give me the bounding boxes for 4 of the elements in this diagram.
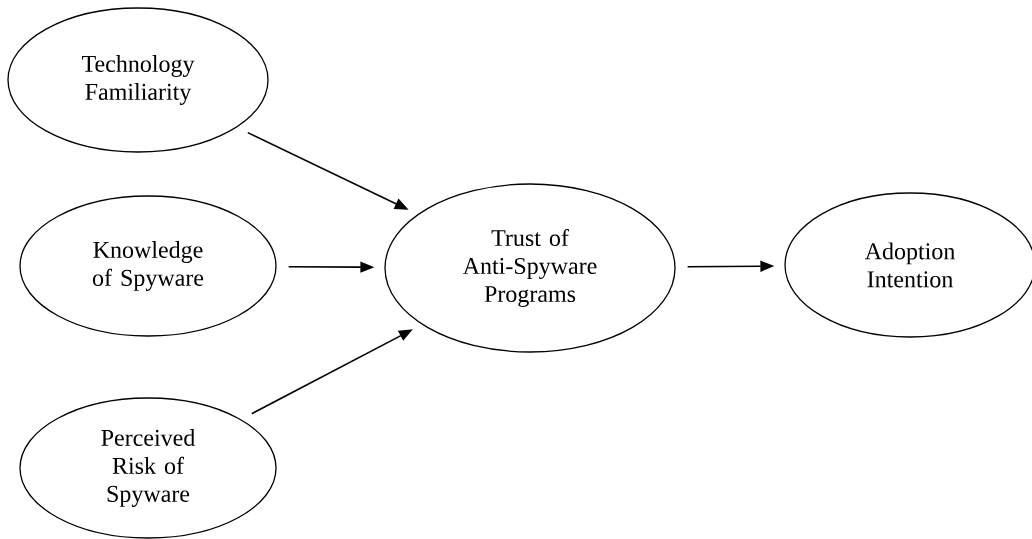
ellipse-node: Knowledge of Spyware bbox=[19, 195, 277, 337]
ellipse-node: Trust of Anti-Spyware Programs bbox=[384, 183, 676, 353]
ellipse-node: Technology Familiarity bbox=[7, 7, 269, 153]
ellipse-node: Perceived Risk of Spyware bbox=[19, 397, 277, 539]
